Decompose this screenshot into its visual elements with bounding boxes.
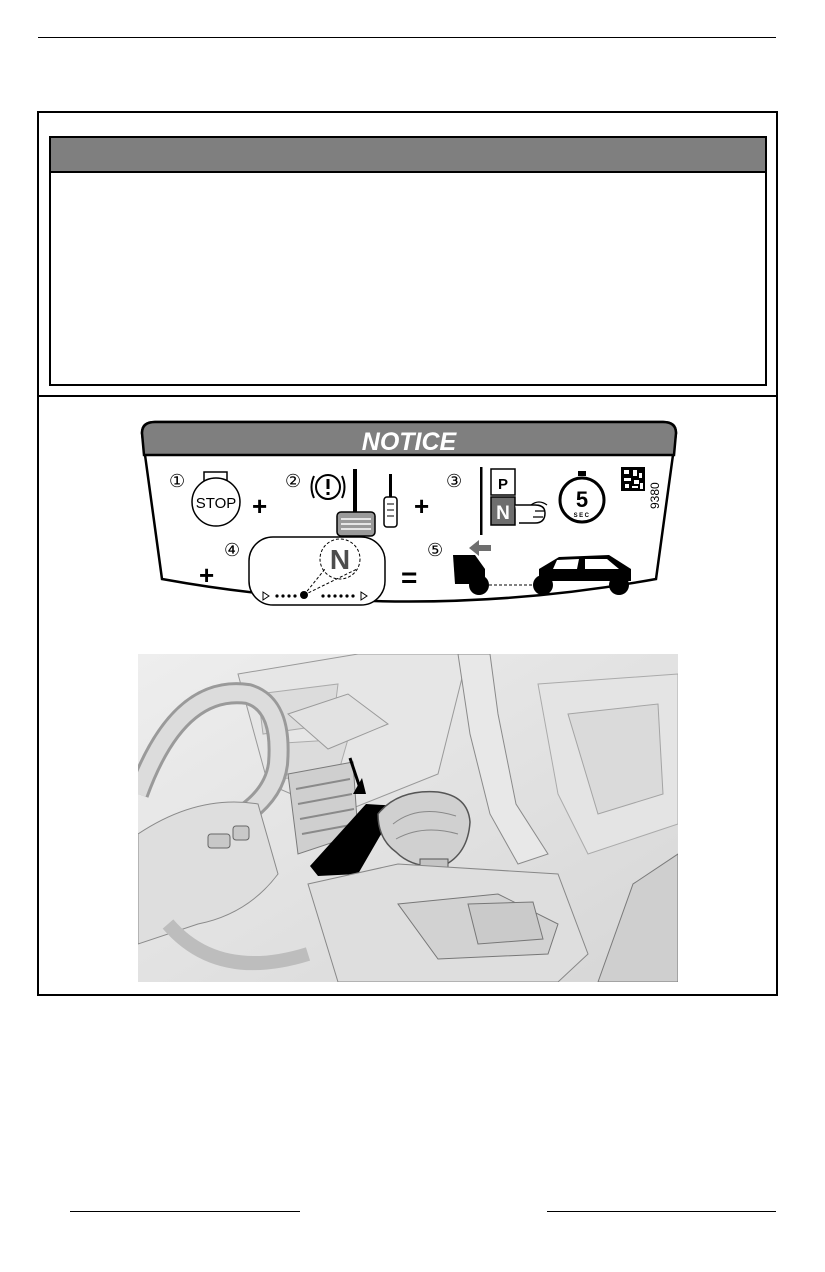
header-rule bbox=[38, 37, 776, 38]
plus-1: + bbox=[252, 491, 267, 521]
stop-text: STOP bbox=[196, 495, 237, 512]
gear-n: N bbox=[496, 503, 510, 524]
shifter-icon: P N bbox=[490, 468, 548, 526]
step-1-marker: ① bbox=[169, 471, 185, 492]
stop-button-icon: STOP bbox=[191, 471, 241, 527]
brake-warning-icon bbox=[310, 474, 346, 500]
step-2-marker: ② bbox=[285, 471, 301, 492]
timer-unit: SEC bbox=[574, 513, 591, 519]
qr-code-icon bbox=[621, 467, 645, 491]
vehicle-towing-icon bbox=[453, 540, 631, 595]
neutral-letter: N bbox=[330, 544, 350, 575]
step-3-marker: ③ bbox=[446, 471, 462, 492]
warning-header-bar bbox=[51, 138, 765, 173]
step-5-marker: ⑤ bbox=[427, 540, 443, 561]
notice-title: NOTICE bbox=[362, 428, 458, 456]
footer-rule-left bbox=[70, 1211, 300, 1212]
warning-box bbox=[49, 136, 767, 386]
gear-p: P bbox=[498, 476, 508, 493]
stopwatch-icon: 5 SEC bbox=[558, 471, 606, 524]
notice-label-illustration: NOTICE ① STOP + ② bbox=[140, 420, 678, 606]
step-4-marker: ④ bbox=[224, 540, 240, 561]
gauge-display-icon: N bbox=[248, 536, 386, 606]
brake-pedal-icon bbox=[336, 469, 376, 537]
notice-section-box: NOTICE ① STOP + ② bbox=[37, 111, 778, 996]
equals-sign: = bbox=[401, 562, 417, 593]
timer-value: 5 bbox=[576, 487, 588, 512]
label-code: 9380 bbox=[648, 482, 662, 509]
accelerator-pedal-icon bbox=[383, 474, 398, 528]
console-shifter-illustration bbox=[138, 654, 678, 982]
plus-2: + bbox=[414, 491, 429, 521]
plus-3: + bbox=[199, 560, 214, 590]
section-divider bbox=[39, 395, 776, 397]
footer-rule-right bbox=[547, 1211, 776, 1212]
